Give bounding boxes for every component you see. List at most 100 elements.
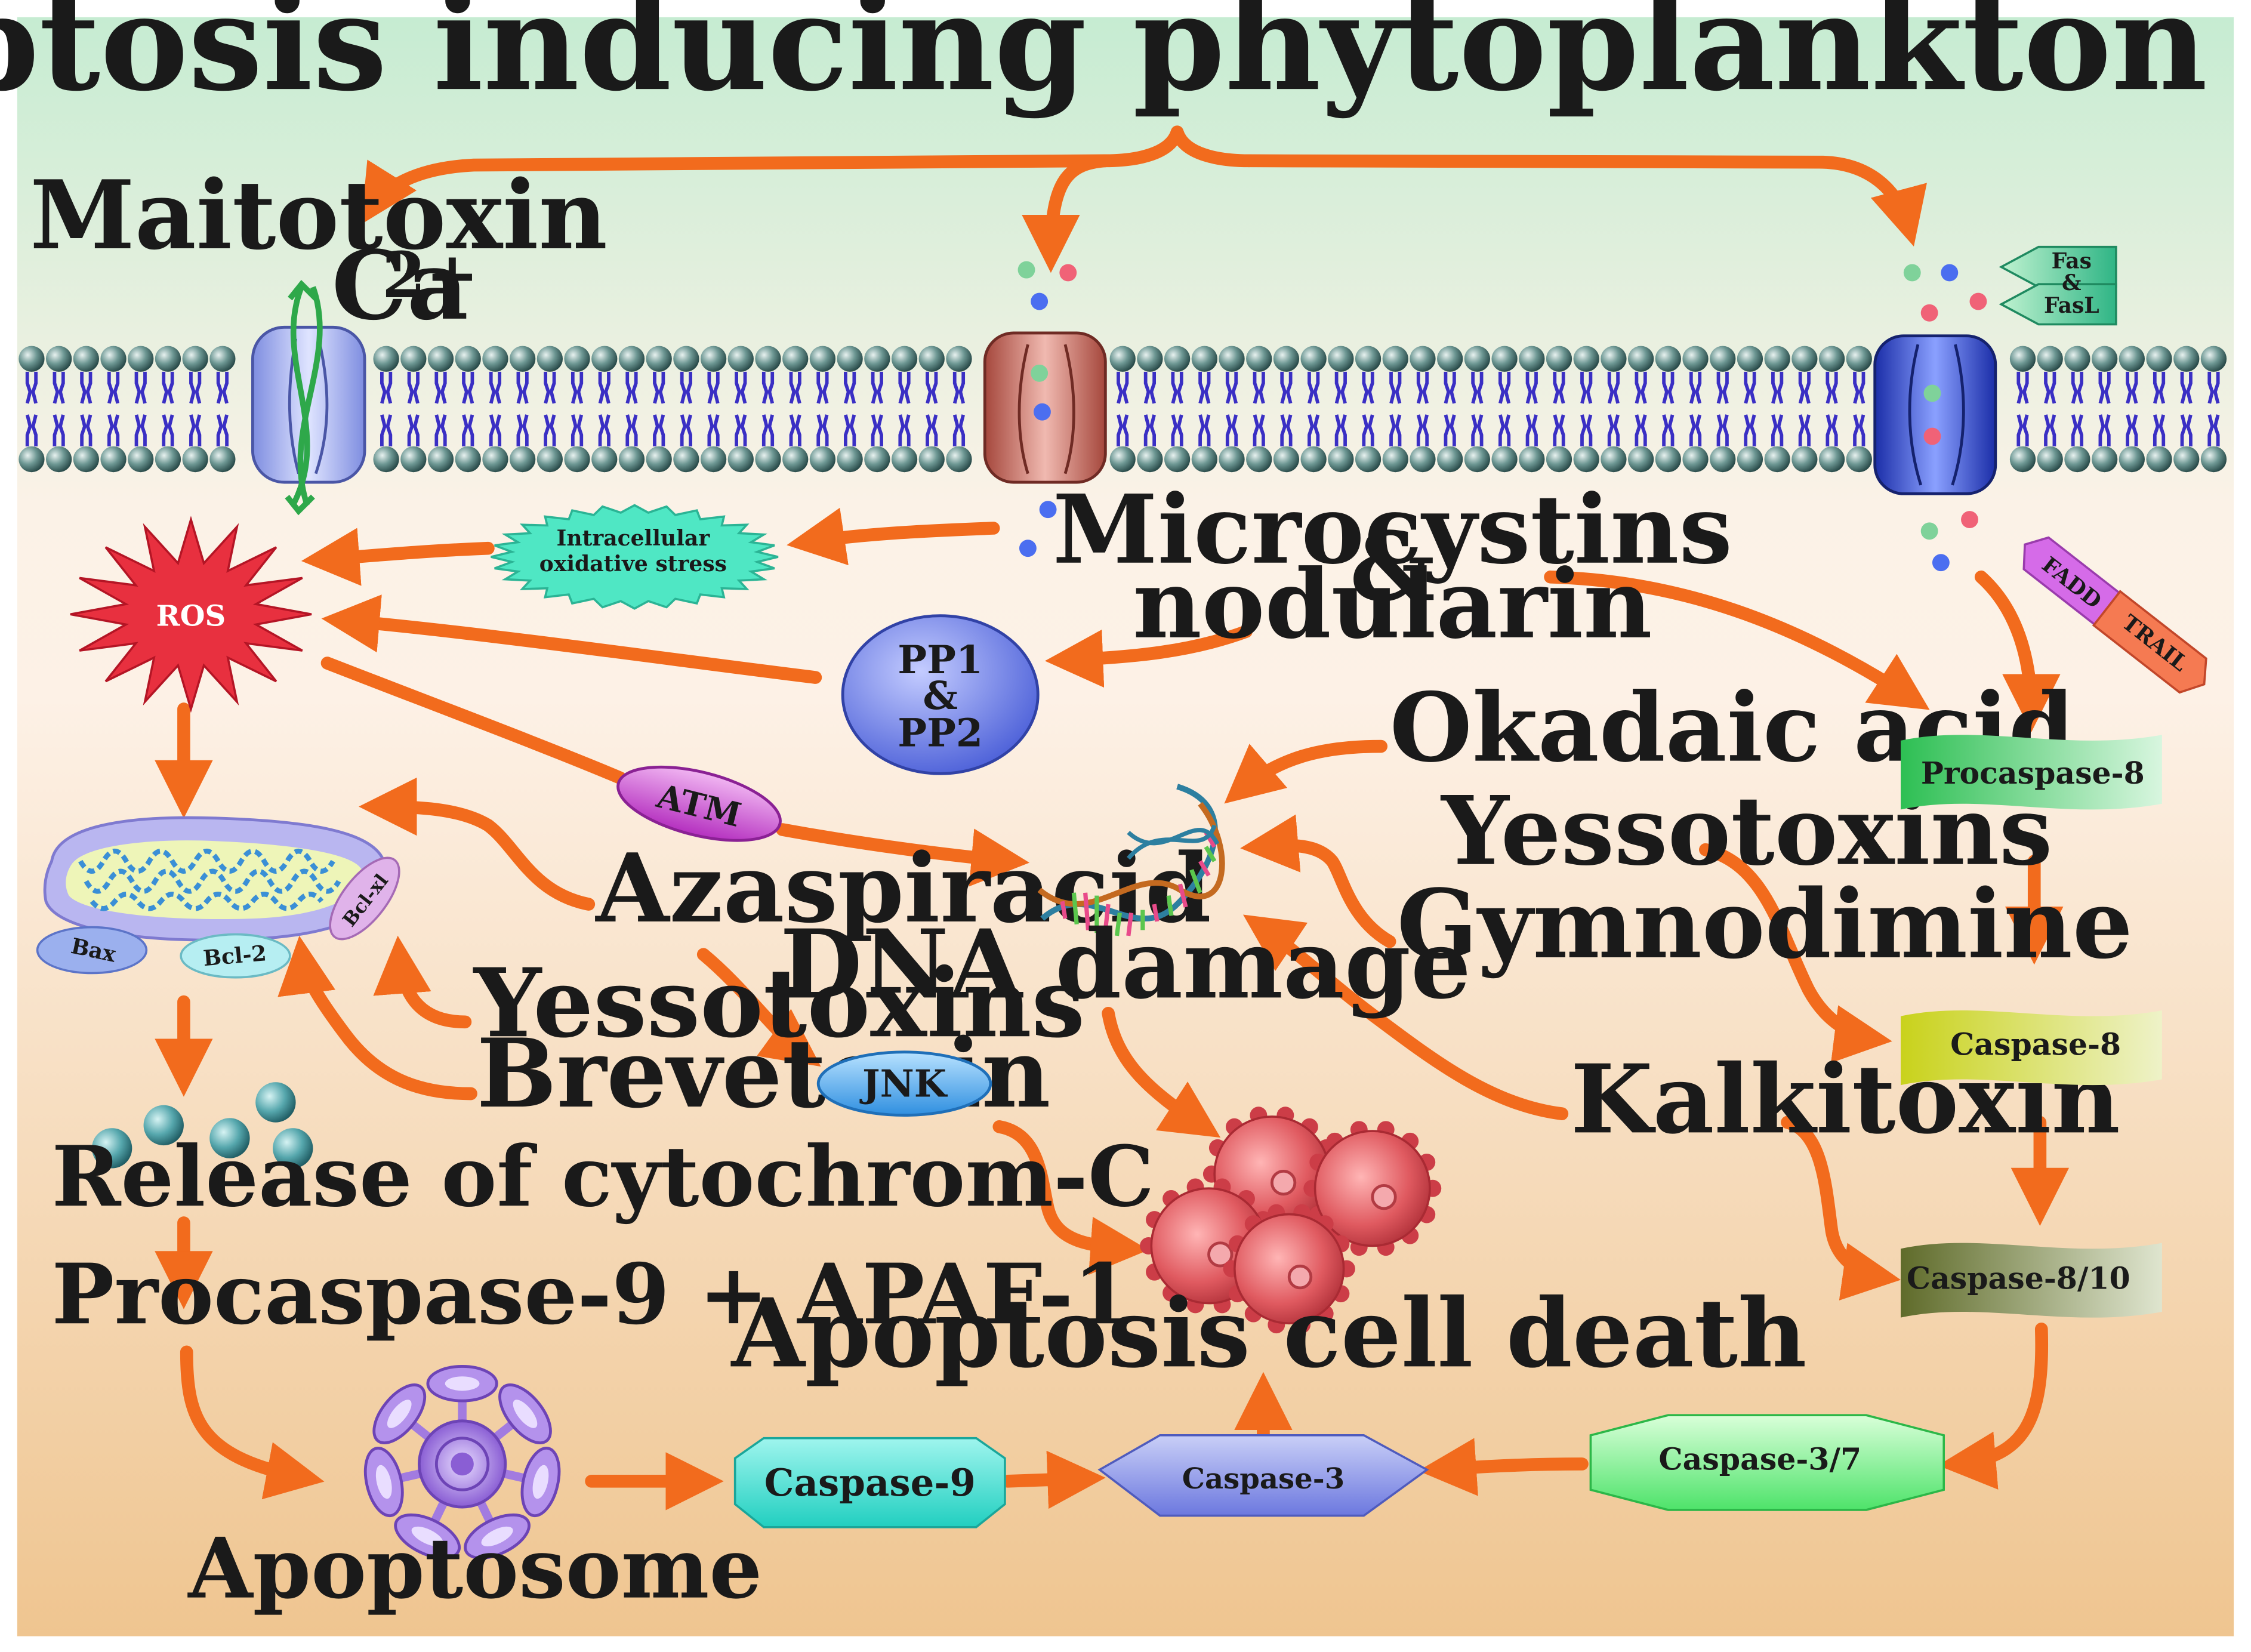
lipid-head [1818, 346, 1845, 372]
lipid-head [1655, 346, 1681, 372]
lipid-tail [625, 371, 638, 404]
lipid-head [1846, 446, 1872, 473]
lipid-tail [434, 371, 447, 404]
lipid-head [809, 446, 836, 473]
lipid-head [2091, 446, 2118, 473]
arrow-procaspase9-to-apoptosome [180, 1345, 325, 1500]
lipid-tail [80, 371, 92, 404]
arrow-caspase9-to-caspase3 [1001, 1450, 1106, 1509]
lipid-tail [189, 371, 202, 404]
lipid-tail [1498, 414, 1511, 446]
lipid-head [946, 446, 972, 473]
caspase3-shape [1097, 1434, 1429, 1517]
lipid-tail [707, 414, 720, 446]
lipid-tail [2180, 414, 2193, 446]
lipid-head [1246, 346, 1272, 372]
lipid-tail [516, 371, 529, 404]
lipid-head [1328, 446, 1354, 473]
lipid-tail [2098, 371, 2111, 404]
apoptosome-blade [394, 1513, 461, 1559]
lipid-head [1300, 446, 1327, 473]
arrow-yessotoxins-to-bclxl [373, 935, 472, 1029]
lipid-tail [1716, 371, 1729, 404]
lipid-tail [816, 371, 829, 404]
diagram-title: Apoptosis inducing phytoplankton toxins [0, 0, 2251, 121]
lipid-head [209, 446, 236, 473]
lipid-head [1191, 346, 1217, 372]
lipid-tail [789, 371, 801, 404]
arrow-pp-to-ros [321, 594, 822, 684]
atm-shape [616, 765, 782, 842]
lipid-tail [2180, 371, 2193, 404]
lipid-head [1410, 346, 1436, 372]
lipid-head [1655, 446, 1681, 473]
caspase37-shape [1589, 1414, 1945, 1511]
lipid-head [782, 446, 809, 473]
toxin-gymnodimine: Gymnodimine [1397, 869, 2133, 980]
lipid-head [1519, 446, 1545, 473]
lipid-head [2200, 446, 2227, 473]
lipid-tail [952, 371, 966, 404]
arrow-kalkitoxin-to-caspase810 [1781, 1115, 1901, 1300]
lipid-tail [871, 414, 883, 446]
lipid-head [1546, 346, 1572, 372]
lipid-tail [1580, 414, 1593, 446]
lipid-head [2146, 346, 2172, 372]
arrow-to-fas-channel [1242, 154, 1927, 247]
lipid-tail [1444, 414, 1456, 446]
node-pp-amp: & [923, 673, 958, 719]
lipid-tail [952, 414, 966, 446]
lipid-head [1710, 346, 1736, 372]
lipid-tail [1280, 371, 1293, 404]
lipid-head [1273, 446, 1300, 473]
lipid-tail [1689, 371, 1702, 404]
lipid-head [482, 346, 508, 372]
lipid-head [128, 446, 154, 473]
lipid-tail [462, 371, 474, 404]
lipid-head [1246, 446, 1272, 473]
lipid-tail [1362, 414, 1374, 446]
lipid-tail [1798, 371, 1811, 404]
lipid-tail [871, 371, 883, 404]
lipid-tail [2126, 414, 2138, 446]
lipid-tail [1662, 371, 1675, 404]
lipid-tail [1444, 371, 1456, 404]
lipid-head [1164, 346, 1191, 372]
apoptotic-cell [1223, 1204, 1355, 1334]
cytochrome-c-icon [91, 1082, 313, 1169]
node-caspase9: Caspase-9 [764, 1460, 976, 1505]
lipid-head [1164, 446, 1191, 473]
lipid-tail [2016, 371, 2029, 404]
arrow-caspase810-to-caspase37 [1938, 1323, 2049, 1490]
lipid-head [209, 346, 236, 372]
receptor-fas: Fas [2052, 248, 2092, 274]
lipid-tail [162, 371, 174, 404]
lipid-tail [1826, 371, 1838, 404]
apoptosome-icon [363, 1365, 561, 1559]
lipid-head [564, 346, 590, 372]
lipid-head [1109, 346, 1136, 372]
lipid-tail [134, 371, 147, 404]
ion-ca-label: Ca [332, 230, 468, 341]
lipid-tail [1362, 371, 1374, 404]
lipid-tail [1607, 371, 1620, 404]
lipid-head [591, 346, 618, 372]
lipid-head [427, 446, 454, 473]
lipid-tail [1334, 371, 1347, 404]
lipid-head [1737, 346, 1763, 372]
lipid-head [1355, 446, 1382, 473]
lipid-head [918, 446, 945, 473]
lipid-tail [380, 414, 393, 446]
lipid-tail [926, 371, 938, 404]
lipid-tail [844, 414, 856, 446]
lipid-head [1573, 446, 1599, 473]
lipid-head [18, 446, 45, 473]
lipid-tail [735, 371, 747, 404]
lipid-head [618, 446, 645, 473]
lipid-tail [1853, 371, 1865, 404]
lipid-head [864, 346, 890, 372]
lipid-tail [898, 414, 911, 446]
lipid-tail [1117, 371, 1129, 404]
arrow-kalkitoxin-to-dna [1243, 914, 1569, 1120]
fas-receptor-icon [1873, 245, 2117, 572]
